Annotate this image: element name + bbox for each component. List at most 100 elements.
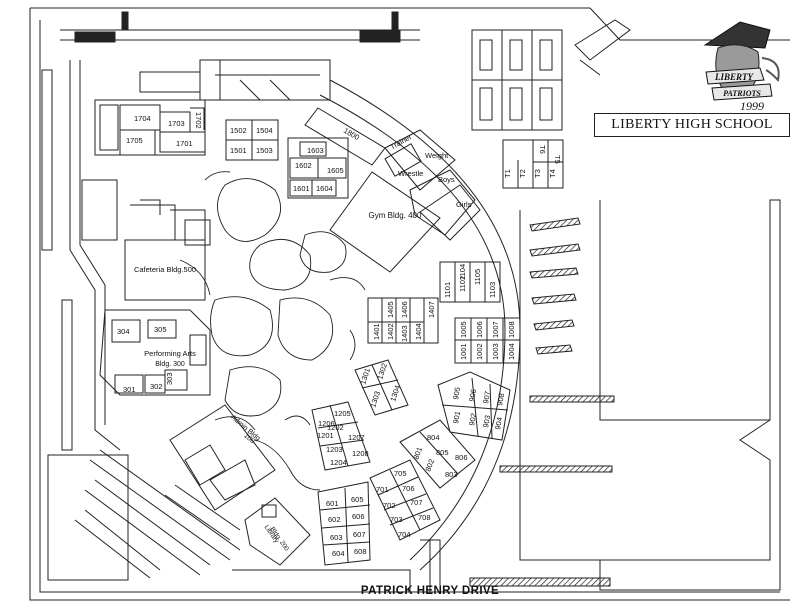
room-708: 708	[418, 513, 431, 522]
east-parking-lot	[519, 199, 781, 591]
room-1301: 1301	[358, 367, 372, 386]
court-t2: T2	[518, 169, 527, 178]
room-1102: 1102	[458, 276, 467, 292]
t-court-block	[502, 139, 564, 189]
performing-arts-building	[99, 309, 211, 396]
room-302: 302	[150, 382, 163, 391]
room-907: 907	[481, 390, 492, 404]
south-entry	[232, 539, 441, 592]
wing-800	[399, 419, 476, 489]
room-604: 604	[332, 549, 345, 558]
room-707: 707	[410, 498, 423, 507]
room-904: 904	[493, 416, 504, 430]
room-903: 903	[481, 414, 492, 428]
room-1006: 1006	[475, 321, 484, 338]
room-1001: 1001	[459, 343, 468, 360]
admin-building	[169, 404, 276, 511]
west-parking-strip-top	[41, 69, 53, 251]
room-606: 606	[352, 512, 365, 521]
gym-complex	[329, 129, 481, 273]
room-1503: 1503	[256, 146, 273, 155]
wing-1700	[94, 99, 206, 156]
northeast-access-road	[574, 19, 631, 76]
room-908: 908	[495, 392, 506, 406]
school-name: LIBERTY HIGH SCHOOL	[611, 117, 773, 132]
west-parking-strip-bottom	[47, 454, 129, 581]
room-1002: 1002	[475, 343, 484, 360]
room-301: 301	[123, 385, 136, 394]
room-905: 905	[451, 386, 462, 400]
room-1103: 1103	[488, 282, 497, 298]
room-1601: 1601	[293, 184, 310, 193]
room-1504: 1504	[256, 126, 273, 135]
site-boundary-road	[29, 7, 790, 601]
logo-banner-top	[705, 67, 765, 85]
room-603: 603	[330, 533, 343, 542]
room-1604: 1604	[316, 184, 333, 193]
west-parking-strip-mid	[61, 299, 73, 451]
tennis-court-labels: T1 T2 T3 T4 T5 T6	[503, 145, 562, 178]
room-802: 802	[423, 458, 436, 473]
gym-area-trainer: Trainer	[389, 132, 414, 152]
room-701: 701	[376, 485, 389, 494]
north-gate	[391, 11, 399, 31]
room-1007: 1007	[491, 321, 500, 338]
room-1304: 1304	[388, 384, 402, 403]
room-1005: 1005	[459, 321, 468, 338]
room-1203: 1203	[326, 445, 343, 454]
wing-1500	[225, 119, 279, 161]
room-1405: 1405	[386, 301, 395, 318]
room-1704: 1704	[134, 114, 151, 123]
wing-1200	[311, 401, 371, 471]
court-t4: T4	[548, 169, 557, 178]
room-1407: 1407	[427, 301, 436, 318]
room-607: 607	[353, 530, 366, 539]
west-lot	[81, 179, 118, 241]
west-driveway	[69, 60, 121, 451]
room-608: 608	[354, 547, 367, 556]
room-1206: 1206	[318, 419, 335, 428]
south-hatch-strip	[469, 577, 611, 587]
north-structure-right	[359, 29, 401, 43]
room-1800: 1800	[342, 126, 361, 142]
west-gate	[121, 11, 129, 31]
room-1403: 1403	[400, 325, 409, 342]
gym-area-wrestle: Wrestle	[398, 169, 423, 178]
room-702: 702	[383, 501, 396, 510]
courtyard-greens	[179, 171, 366, 491]
room-1207: 1207	[348, 433, 365, 442]
room-601: 601	[326, 499, 339, 508]
logo-banner-bottom	[711, 83, 773, 101]
room-1204: 1204	[330, 458, 347, 467]
room-1303: 1303	[368, 390, 382, 409]
room-labels: 1701 1702 1703 1704 1705 1501 1502 1503 …	[117, 112, 516, 558]
room-901: 901	[451, 410, 462, 424]
room-1702: 1702	[194, 112, 203, 129]
room-1104: 1104	[458, 264, 467, 280]
room-303: 303	[165, 372, 174, 385]
building-labels: Gym Bldg. 400 Cafeteria Bldg.500 Perform…	[134, 132, 472, 553]
courtyard-walkway	[139, 71, 201, 93]
performing-arts-label-2: Bldg. 300	[155, 361, 185, 368]
room-1202: 1202	[327, 423, 344, 432]
room-602: 602	[328, 515, 341, 524]
room-806: 806	[455, 453, 468, 462]
court-t1: T1	[503, 169, 512, 178]
room-803: 803	[445, 470, 458, 479]
gym-area-girls: Girls	[456, 200, 472, 209]
room-1605: 1605	[327, 166, 344, 175]
north-admin-strip	[199, 59, 331, 101]
wing-700	[369, 459, 441, 541]
room-1701: 1701	[176, 139, 193, 148]
cafeteria-building	[124, 199, 211, 301]
room-805: 805	[436, 448, 449, 457]
room-1406: 1406	[400, 301, 409, 318]
room-706: 706	[402, 484, 415, 493]
room-902: 902	[467, 412, 478, 426]
wing-1100	[439, 261, 501, 303]
room-1502: 1502	[230, 126, 247, 135]
room-1402: 1402	[386, 323, 395, 340]
performing-arts-label-1: Performing Arts	[144, 349, 196, 358]
logo-year: 1999	[740, 99, 764, 113]
gym-area-boys: Boys	[438, 175, 455, 184]
